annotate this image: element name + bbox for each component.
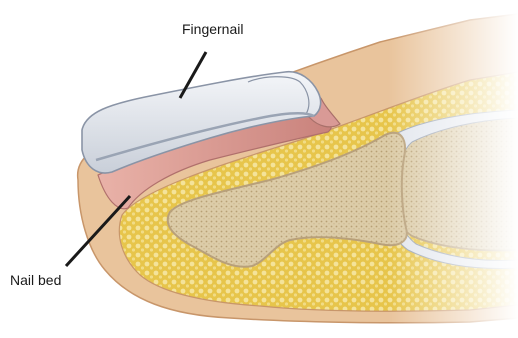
nail-bed-label: Nail bed — [10, 272, 61, 288]
fingernail-label: Fingernail — [182, 21, 243, 37]
